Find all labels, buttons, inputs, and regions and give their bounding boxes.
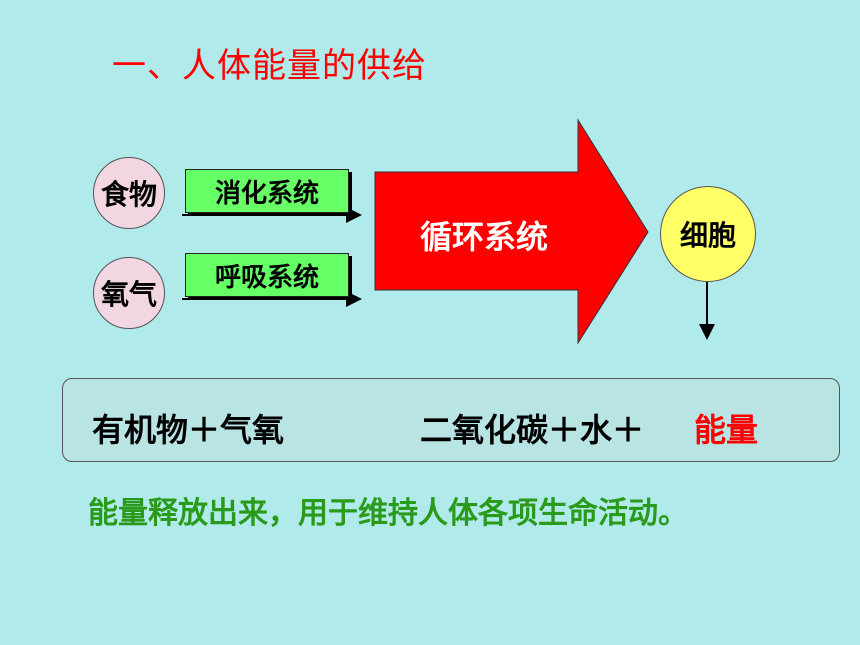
- circulatory-arrow: [374, 118, 649, 345]
- equation-box: [62, 378, 840, 462]
- food-circle: 食物: [93, 157, 165, 229]
- oxygen-circle: 氧气: [93, 257, 165, 329]
- page-title: 一、人体能量的供给: [112, 46, 427, 86]
- cell-circle: 细胞: [660, 186, 756, 282]
- equation-reactants: 有机物＋气氧: [92, 411, 285, 449]
- conclusion-text: 能量释放出来，用于维持人体各项生命活动。: [88, 496, 688, 531]
- respiratory-system-box: 呼吸系统: [185, 253, 349, 297]
- digestive-system-box: 消化系统: [185, 169, 349, 213]
- circulatory-system-label: 循环系统: [420, 218, 549, 256]
- equation-products: 二氧化碳＋水＋: [420, 411, 645, 449]
- equation-energy: 能量: [694, 411, 759, 449]
